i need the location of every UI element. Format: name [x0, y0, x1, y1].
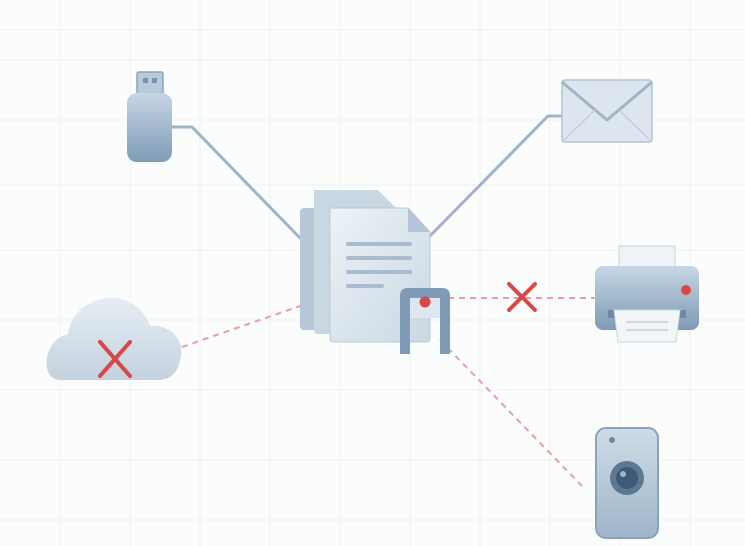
printer-blocked-mark: [507, 282, 537, 312]
cloud-connection-line: [181, 305, 301, 348]
cloud-blocked-mark: [98, 340, 132, 378]
printer-icon: [595, 245, 699, 343]
email-envelope-icon: [561, 79, 653, 143]
document-with-lock-icon: [300, 190, 431, 343]
usb-drive-icon: [127, 71, 172, 162]
cloud-icon: [46, 297, 182, 380]
usb-connection-line: [170, 125, 302, 240]
phone-connection-line: [439, 339, 583, 487]
smartphone-camera-icon: [595, 427, 659, 539]
email-connection-line: [426, 114, 564, 240]
lock-icon: [400, 288, 450, 354]
